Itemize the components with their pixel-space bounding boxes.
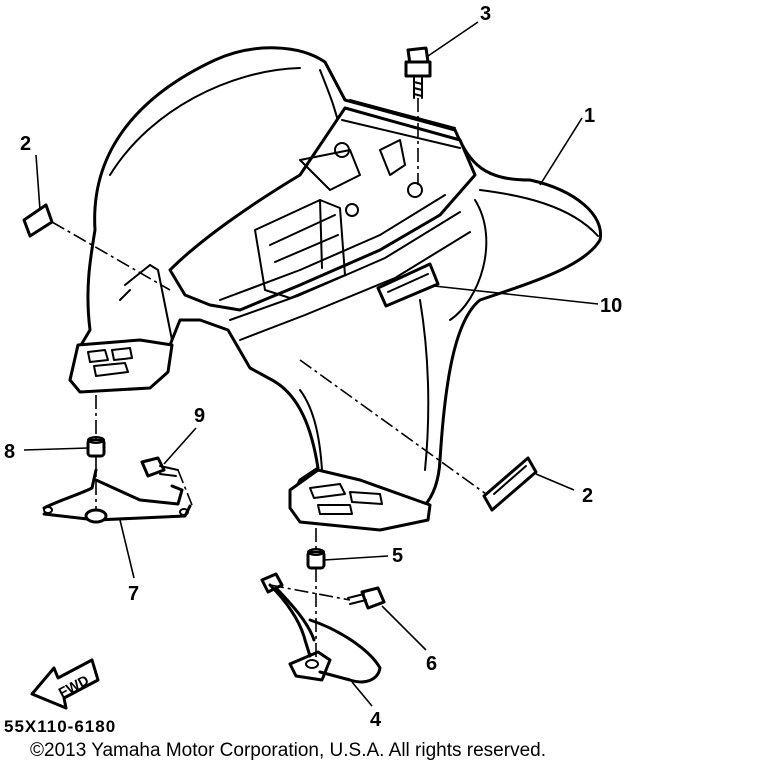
callout-2-right: 2 [582,485,593,507]
callout-7: 7 [128,583,139,605]
assembly-lines [51,98,487,660]
callout-8: 8 [4,441,15,463]
emblem-decal-right [482,456,538,512]
callout-3: 3 [480,3,491,25]
copyright-notice: ©2013 Yamaha Motor Corporation, U.S.A. A… [30,740,546,761]
callout-2-left: 2 [20,133,31,155]
stay-bracket-7 [42,468,192,524]
stay-bracket-4 [260,572,382,684]
callout-10: 10 [600,295,622,317]
bolt-3 [404,46,432,99]
bolt-9 [140,456,179,478]
callout-4: 4 [370,709,382,731]
collar-5 [306,548,326,570]
callout-9: 9 [194,405,205,427]
rear-fender [68,46,603,532]
bolt-6 [347,586,386,610]
callout-numbers: 3 1 2 10 2 9 8 5 6 7 4 [4,3,622,731]
caution-label-10 [376,262,440,308]
emblem-decal-left [22,203,54,238]
callout-6: 6 [426,653,437,675]
forward-arrow: FWD [30,658,100,710]
callout-5: 5 [392,545,403,567]
leader-lines [23,21,599,707]
callout-1: 1 [584,105,595,127]
part-code: 55X110-6180 [4,717,116,736]
